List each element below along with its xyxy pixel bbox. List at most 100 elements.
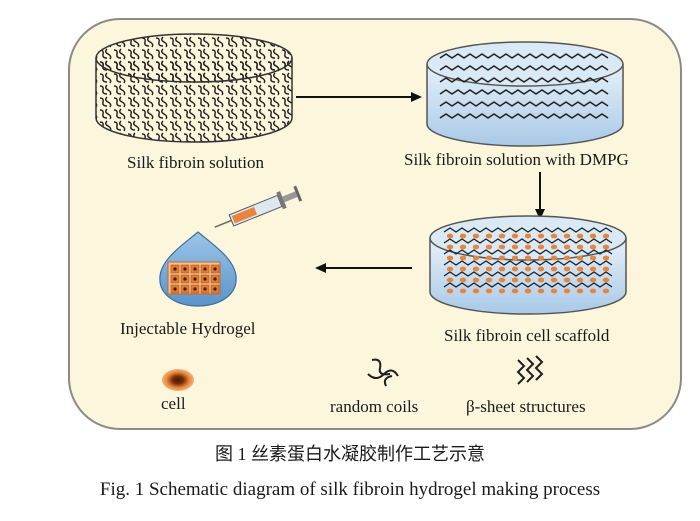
scaffold-cell	[459, 244, 467, 250]
hydrogel-cell-nucleus	[193, 277, 197, 281]
beta-sheet-strand	[443, 271, 613, 277]
scaffold-cell	[498, 233, 506, 239]
scaffold-cell	[602, 266, 610, 272]
scaffold-cell	[446, 255, 454, 261]
scaffold-cell	[602, 233, 610, 239]
caption-chinese: 图 1 丝素蛋白水凝胶制作工艺示意	[215, 444, 485, 464]
scaffold-cell	[576, 288, 584, 294]
beta-sheet-strand	[439, 65, 609, 71]
scaffold-cell	[524, 277, 532, 283]
scaffold-cell	[446, 233, 454, 239]
scaffold-cell	[550, 277, 558, 283]
hydrogel-cell-nucleus	[183, 267, 187, 271]
dish-cell-scaffold	[429, 215, 627, 315]
scaffold-cell	[537, 277, 545, 283]
scaffold-cell	[576, 244, 584, 250]
caption-english: Fig. 1 Schematic diagram of silk fibroin…	[99, 479, 601, 500]
scaffold-cell	[576, 277, 584, 283]
scaffold-cell	[550, 233, 558, 239]
scaffold-cell	[511, 277, 519, 283]
scaffold-cell	[550, 266, 558, 272]
scaffold-cell	[537, 255, 545, 261]
scaffold-cell	[602, 244, 610, 250]
hydrogel-cell-nucleus	[183, 287, 187, 291]
scaffold-cell	[459, 233, 467, 239]
scaffold-cell	[485, 277, 493, 283]
scaffold-cell	[498, 266, 506, 272]
scaffold-cell	[602, 288, 610, 294]
scaffold-cell	[524, 255, 532, 261]
label-silk-fibroin-solution-dmpg: Silk fibroin solution with DMPG	[404, 150, 629, 169]
scaffold-cell	[511, 244, 519, 250]
hydrogel-cell-nucleus	[213, 277, 217, 281]
scaffold-cell	[537, 244, 545, 250]
scaffold-cell	[472, 244, 480, 250]
hydrogel-cell-nucleus	[213, 287, 217, 291]
scaffold-cell	[472, 277, 480, 283]
scaffold-cell	[563, 266, 571, 272]
scaffold-cell	[511, 233, 519, 239]
scaffold-cell	[589, 255, 597, 261]
hydrogel-cell-nucleus	[173, 287, 177, 291]
beta-sheet-strand	[439, 101, 609, 107]
scaffold-cell	[563, 244, 571, 250]
dish-solution	[95, 33, 293, 143]
scaffold-cell	[563, 255, 571, 261]
label-silk-fibroin-solution: Silk fibroin solution	[127, 153, 264, 172]
scaffold-cell	[563, 288, 571, 294]
scaffold-cell	[602, 277, 610, 283]
hydrogel-cell-nucleus	[203, 277, 207, 281]
scaffold-cell	[537, 266, 545, 272]
scaffold-cell	[524, 233, 532, 239]
scaffold-cell	[459, 255, 467, 261]
scaffold-cell	[589, 233, 597, 239]
scaffold-cell	[472, 255, 480, 261]
scaffold-cell	[485, 255, 493, 261]
scaffold-cell	[537, 288, 545, 294]
beta-sheet-strand	[443, 227, 613, 233]
scaffold-cell	[550, 288, 558, 294]
beta-sheet-strand	[439, 77, 609, 83]
legend-random-coils-label: random coils	[330, 397, 419, 416]
legend-cell-icon	[162, 369, 194, 391]
scaffold-cell	[576, 255, 584, 261]
hydrogel-cell-nucleus	[193, 287, 197, 291]
hydrogel-drop	[159, 231, 237, 307]
dish-solution-dmpg	[426, 41, 624, 147]
scaffold-cell	[589, 277, 597, 283]
scaffold-cell	[485, 244, 493, 250]
beta-sheet-strand	[439, 89, 609, 95]
hydrogel-cell-nucleus	[203, 267, 207, 271]
legend-beta-sheet-icon	[516, 355, 544, 385]
scaffold-cell	[589, 244, 597, 250]
scaffold-cell	[446, 266, 454, 272]
scaffold-cell	[550, 244, 558, 250]
scaffold-cell	[446, 244, 454, 250]
scaffold-cell	[511, 266, 519, 272]
scaffold-cell	[472, 233, 480, 239]
scaffold-cell	[498, 244, 506, 250]
scaffold-cell	[485, 266, 493, 272]
scaffold-cell	[524, 244, 532, 250]
legend-beta-sheet-label: β-sheet structures	[466, 397, 586, 416]
scaffold-cell	[498, 255, 506, 261]
scaffold-cell	[524, 288, 532, 294]
scaffold-cell	[563, 233, 571, 239]
beta-sheet-strand	[439, 113, 609, 119]
label-injectable-hydrogel: Injectable Hydrogel	[120, 319, 256, 338]
beta-sheet-strand	[443, 260, 613, 266]
scaffold-cell	[472, 288, 480, 294]
scaffold-cell	[524, 266, 532, 272]
scaffold-cell	[459, 266, 467, 272]
arrow-to-scaffold	[535, 172, 545, 220]
scaffold-cell	[498, 288, 506, 294]
scaffold-cell	[589, 288, 597, 294]
scaffold-cell	[563, 277, 571, 283]
scaffold-cell	[576, 266, 584, 272]
scaffold-cell	[602, 255, 610, 261]
hydrogel-cell-nucleus	[213, 267, 217, 271]
scaffold-cell	[485, 288, 493, 294]
hydrogel-cell-nucleus	[203, 287, 207, 291]
legend-random-coils-icon	[367, 358, 399, 387]
